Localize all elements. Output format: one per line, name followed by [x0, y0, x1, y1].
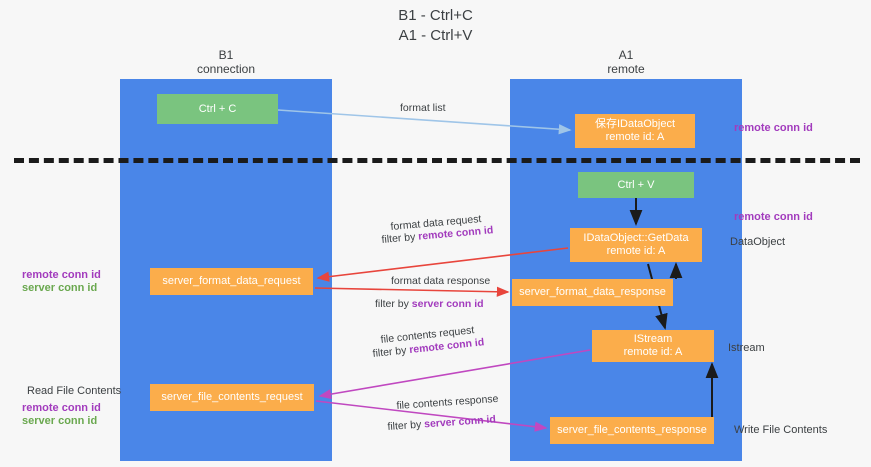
lane-header-b1-title: B1 — [218, 48, 234, 62]
node-save-idataobject-subtitle: remote id: A — [605, 131, 665, 143]
node-server-file-contents-response[interactable]: server_file_contents_response — [550, 417, 714, 444]
side-label-server-conn-id: server conn id — [22, 282, 98, 294]
node-ctrl-c[interactable]: Ctrl + C — [157, 94, 278, 124]
title-line-1: B1 - Ctrl+C — [398, 7, 473, 24]
edge-label-file-contents-response-filter: filter by server conn id — [387, 412, 496, 434]
node-server-format-data-response-label: server_format_data_response — [519, 286, 666, 298]
lane-header-a1-title: A1 — [618, 48, 634, 62]
side-label-dataobject: DataObject — [730, 236, 786, 248]
node-server-file-contents-response-label: server_file_contents_response — [557, 424, 707, 436]
node-server-format-data-request[interactable]: server_format_data_request — [150, 268, 313, 295]
edge-label-file-contents-response: file contents response — [396, 392, 499, 412]
side-label-istream: Istream — [728, 342, 765, 354]
node-istream-subtitle: remote id: A — [623, 346, 683, 358]
filter-prefix: filter by — [375, 298, 412, 310]
lane-header-b1: B1 connection — [120, 48, 332, 76]
node-ctrl-v[interactable]: Ctrl + V — [578, 172, 694, 198]
side-label-conn-ids-bottom: remote conn id server conn id — [22, 402, 101, 428]
node-ctrl-c-label: Ctrl + C — [198, 102, 237, 115]
side-label-conn-ids-mid: remote conn id server conn id — [22, 269, 101, 295]
node-idataobject-getdata-label: IDataObject::GetData — [583, 232, 689, 244]
node-server-format-data-response[interactable]: server_format_data_response — [512, 279, 673, 306]
filter-prefix: filter by — [372, 344, 410, 360]
edge-label-format-data-response: format data response — [391, 275, 491, 287]
side-label-server-conn-id: server conn id — [22, 415, 98, 427]
diagram-title: B1 - Ctrl+C A1 - Ctrl+V — [0, 6, 871, 46]
edge-label-format-list: format list — [400, 102, 446, 114]
connector-format-data-response — [314, 286, 510, 297]
phase-divider — [14, 158, 860, 163]
node-save-idataobject[interactable]: 保存IDataObject remote id: A — [575, 114, 695, 148]
edge-label-format-data-response-filter: filter by server conn id — [375, 297, 484, 311]
node-idataobject-getdata[interactable]: IDataObject::GetData remote id: A — [570, 228, 702, 262]
filter-prefix: filter by — [387, 418, 425, 433]
lane-header-a1: A1 remote — [510, 48, 742, 76]
side-label-remote-conn-id-mid: remote conn id — [734, 211, 813, 223]
node-istream-label: IStream — [633, 333, 673, 345]
node-server-format-data-request-label: server_format_data_request — [162, 275, 301, 287]
side-label-read-file-contents: Read File Contents — [27, 385, 122, 397]
side-label-write-file-contents: Write File Contents — [734, 424, 828, 436]
node-server-file-contents-request[interactable]: server_file_contents_request — [150, 384, 314, 411]
node-istream[interactable]: IStream remote id: A — [592, 330, 714, 362]
node-save-idataobject-label: 保存IDataObject — [594, 118, 676, 130]
node-server-file-contents-request-label: server_file_contents_request — [161, 391, 303, 403]
node-idataobject-getdata-subtitle: remote id: A — [606, 245, 666, 257]
side-label-remote-conn-id: remote conn id — [22, 402, 101, 414]
side-label-remote-conn-id-top: remote conn id — [734, 122, 813, 134]
filter-prefix: filter by — [381, 230, 419, 246]
title-line-2: A1 - Ctrl+V — [398, 27, 473, 44]
side-label-remote-conn-id: remote conn id — [22, 269, 101, 281]
filter-key-server-conn-id: server conn id — [411, 298, 484, 310]
lane-header-b1-subtitle: connection — [196, 62, 256, 76]
node-ctrl-v-label: Ctrl + V — [617, 178, 655, 191]
lane-header-a1-subtitle: remote — [607, 62, 645, 76]
filter-key-server-conn-id: server conn id — [423, 413, 497, 431]
